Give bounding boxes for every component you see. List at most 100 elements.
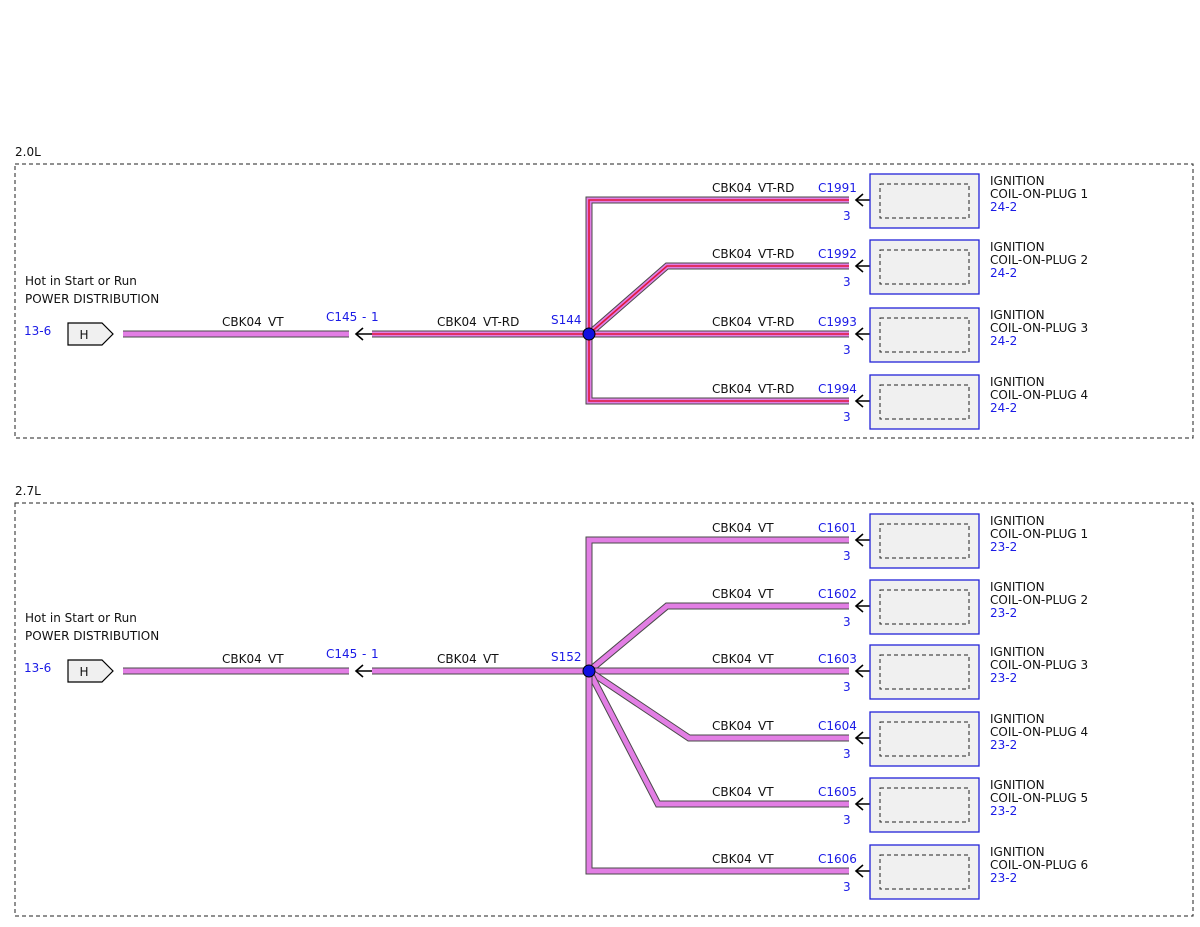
branch-wire-color: VT-RD (758, 382, 794, 396)
inline-connector-pin: 1 (371, 310, 379, 324)
branch-wire-circuit: CBK04 (712, 852, 752, 866)
source-ref: 13-6 (24, 324, 51, 338)
coil-name-line2: COIL-ON-PLUG 5 (990, 791, 1088, 805)
branch-wire-1 (585, 536, 849, 671)
ignition-coil-3 (869, 307, 980, 363)
coil-name-line1: IGNITION (990, 778, 1045, 792)
coil-ref: 23-2 (990, 606, 1017, 620)
branch-wire-4 (585, 334, 849, 405)
coil-connector-id: C1606 (818, 852, 857, 866)
coil-connector-id: C1604 (818, 719, 857, 733)
coil-name-line1: IGNITION (990, 375, 1045, 389)
ignition-coil-1 (869, 513, 980, 569)
coil-name-line2: COIL-ON-PLUG 6 (990, 858, 1088, 872)
branch-wire-circuit: CBK04 (712, 587, 752, 601)
coil-connector-id: C1991 (818, 181, 857, 195)
branch-wire-circuit: CBK04 (712, 785, 752, 799)
splice-dot (582, 664, 596, 678)
coil-ref: 23-2 (990, 540, 1017, 554)
branch-wire-color: VT (758, 587, 774, 601)
coil-ref: 24-2 (990, 401, 1017, 415)
coil-connector-pin: 3 (843, 410, 851, 424)
branch-wire-circuit: CBK04 (712, 521, 752, 535)
coil-connector-id: C1602 (818, 587, 857, 601)
coil-name-line1: IGNITION (990, 845, 1045, 859)
coil-name-line1: IGNITION (990, 240, 1045, 254)
branch-wire-1 (585, 196, 849, 334)
coil-ref: 23-2 (990, 671, 1017, 685)
branch-wire-color: VT (758, 521, 774, 535)
coil-name-line1: IGNITION (990, 174, 1045, 188)
terminal-label: H (79, 328, 88, 342)
branch-wire-2 (586, 602, 849, 674)
ignition-coil-6 (869, 844, 980, 900)
coil-name-line1: IGNITION (990, 580, 1045, 594)
source-label-line2: POWER DISTRIBUTION (25, 292, 159, 306)
branch-wire-color: VT-RD (758, 247, 794, 261)
branch-wire-color: VT (758, 652, 774, 666)
splice-label: S152 (551, 650, 582, 664)
coil-connector-pin: 3 (843, 549, 851, 563)
coil-connector-id: C1992 (818, 247, 857, 261)
ignition-coil-2 (869, 239, 980, 295)
trunk-wire-color: VT (483, 652, 499, 666)
branch-wire-circuit: CBK04 (712, 382, 752, 396)
feed-wire-color: VT (268, 652, 284, 666)
section-frame (14, 502, 1194, 917)
coil-name-line2: COIL-ON-PLUG 4 (990, 388, 1088, 402)
ignition-coil-4 (869, 374, 980, 430)
branch-wire-4 (587, 668, 849, 742)
coil-ref: 23-2 (990, 871, 1017, 885)
coil-name-line1: IGNITION (990, 514, 1045, 528)
branch-wire-color: VT (758, 785, 774, 799)
coil-connector-pin: 3 (843, 275, 851, 289)
coil-connector-pin: 3 (843, 880, 851, 894)
ignition-coil-4 (869, 711, 980, 767)
branch-wire-2 (586, 262, 849, 337)
terminal-H: H (67, 659, 114, 683)
branch-wire-circuit: CBK04 (712, 719, 752, 733)
coil-ref: 23-2 (990, 738, 1017, 752)
source-label-line2: POWER DISTRIBUTION (25, 629, 159, 643)
coil-connector-id: C1601 (818, 521, 857, 535)
coil-ref: 23-2 (990, 804, 1017, 818)
coil-connector-pin: 3 (843, 343, 851, 357)
terminal-label: H (79, 665, 88, 679)
splice-label: S144 (551, 313, 582, 327)
source-label-line1: Hot in Start or Run (25, 274, 137, 288)
branch-wire-color: VT-RD (758, 315, 794, 329)
branch-wire-color: VT (758, 719, 774, 733)
coil-connector-id: C1993 (818, 315, 857, 329)
ignition-coil-1 (869, 173, 980, 229)
coil-connector-pin: 3 (843, 209, 851, 223)
branch-wire-circuit: CBK04 (712, 181, 752, 195)
coil-ref: 24-2 (990, 200, 1017, 214)
coil-name-line1: IGNITION (990, 645, 1045, 659)
feed-wire-circuit: CBK04 (222, 652, 262, 666)
section-title: 2.7L (15, 484, 41, 498)
coil-name-line2: COIL-ON-PLUG 3 (990, 321, 1088, 335)
source-ref: 13-6 (24, 661, 51, 675)
coil-connector-pin: 3 (843, 747, 851, 761)
trunk-wire-color: VT-RD (483, 315, 519, 329)
coil-connector-pin: 3 (843, 680, 851, 694)
branch-wire-circuit: CBK04 (712, 652, 752, 666)
inline-connector-sep: - (362, 310, 366, 324)
branch-wire-circuit: CBK04 (712, 315, 752, 329)
inline-connector-sep: - (362, 647, 366, 661)
coil-name-line1: IGNITION (990, 712, 1045, 726)
coil-name-line2: COIL-ON-PLUG 1 (990, 187, 1088, 201)
trunk-wire-circuit: CBK04 (437, 652, 477, 666)
branch-wire-color: VT-RD (758, 181, 794, 195)
ignition-coil-5 (869, 777, 980, 833)
coil-name-line2: COIL-ON-PLUG 1 (990, 527, 1088, 541)
coil-name-line2: COIL-ON-PLUG 4 (990, 725, 1088, 739)
coil-ref: 24-2 (990, 266, 1017, 280)
coil-name-line2: COIL-ON-PLUG 2 (990, 593, 1088, 607)
branch-wire-6 (585, 671, 849, 875)
coil-connector-id: C1603 (818, 652, 857, 666)
branch-wire-5 (585, 669, 849, 808)
